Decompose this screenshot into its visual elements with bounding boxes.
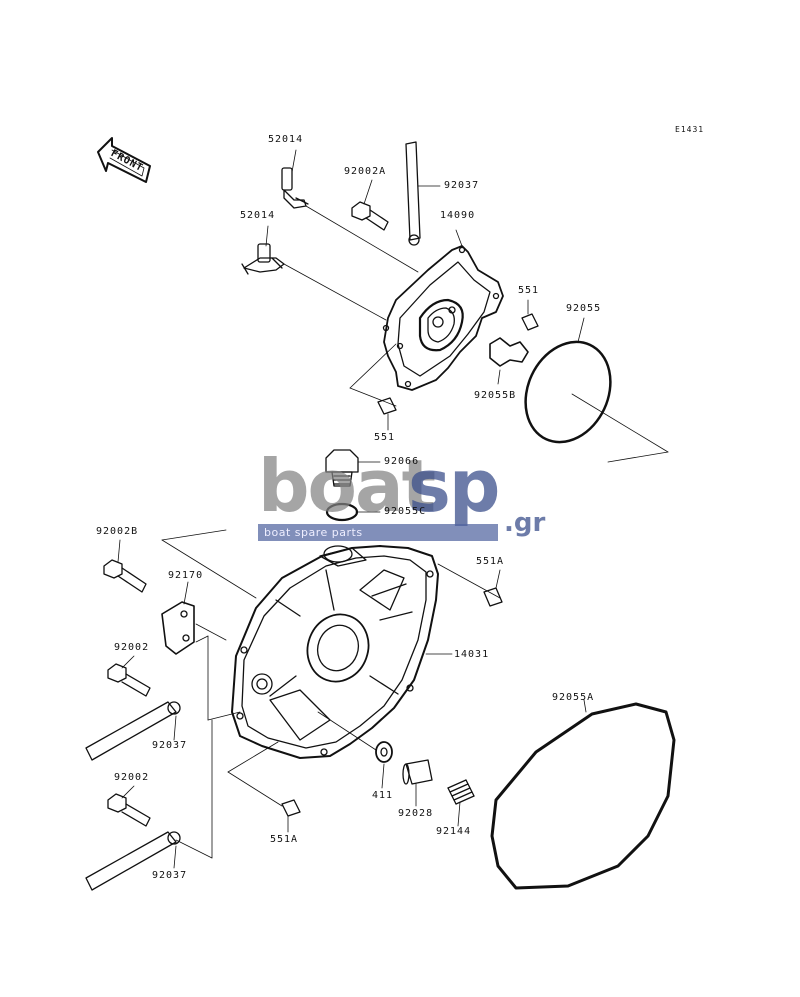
watermark-tagline: boat spare parts [258,524,498,541]
part-label-92002-bottom: 92002 [114,772,150,783]
part-label-92055C: 92055C [384,506,427,517]
part-label-92055: 92055 [566,303,602,314]
part-label-92028: 92028 [398,808,434,819]
part-label-92144: 92144 [436,826,472,837]
gasket-92055B [489,337,529,367]
watermark-brand-part2: sp [408,444,500,528]
bolt-92002B [103,559,147,593]
part-label-92037-mid: 92037 [152,740,188,751]
pump-cover-14090 [382,245,504,391]
dowel-551A-right [483,587,503,607]
part-label-92055B: 92055B [474,390,517,401]
part-label-52014-top: 52014 [268,134,304,145]
strap-92037-top [405,141,421,246]
dowel-551A-bottom [281,799,301,817]
hose-fitting-52014-mid [241,243,285,275]
o-ring-92055 [524,340,612,444]
hose-fitting-52014-top [281,167,309,209]
pump-housing-14031 [231,545,439,759]
drain-plug-92066 [325,449,359,487]
dowel-551-bottom [377,397,397,415]
washer-411 [375,741,393,763]
part-label-551A-bottom: 551A [270,834,299,845]
front-arrow-icon [97,137,151,183]
part-label-52014-mid: 52014 [240,210,276,221]
part-label-411: 411 [372,790,394,801]
part-label-14090: 14090 [440,210,476,221]
watermark-brand-part1: boat [258,444,436,528]
part-label-551-right: 551 [518,285,540,296]
part-label-14031: 14031 [454,649,490,660]
part-label-551A-right: 551A [476,556,505,567]
part-label-92055A: 92055A [552,692,595,703]
diagram-code: E1431 [675,125,705,134]
part-label-92037-top: 92037 [444,180,480,191]
part-label-92002-top: 92002 [114,642,150,653]
strap-92037-mid [85,701,181,761]
bolt-92002A [351,201,389,231]
part-label-92002A: 92002A [344,166,387,177]
watermark-domain-suffix: .gr [504,508,546,538]
bolt-92002-bottom [107,793,151,827]
part-label-92002B: 92002B [96,526,139,537]
bracket-92170 [161,601,195,655]
part-label-92037-bottom: 92037 [152,870,188,881]
part-label-92066: 92066 [384,456,420,467]
strap-92037-bottom [85,831,181,891]
bushing-92028 [402,759,433,785]
spring-92144 [447,779,475,805]
part-label-92170: 92170 [168,570,204,581]
part-label-551-bottom: 551 [374,432,396,443]
leader-lines [117,149,669,869]
dowel-551-right [521,313,539,331]
gasket-92055A [490,702,676,890]
bolt-92002-top [107,663,151,697]
